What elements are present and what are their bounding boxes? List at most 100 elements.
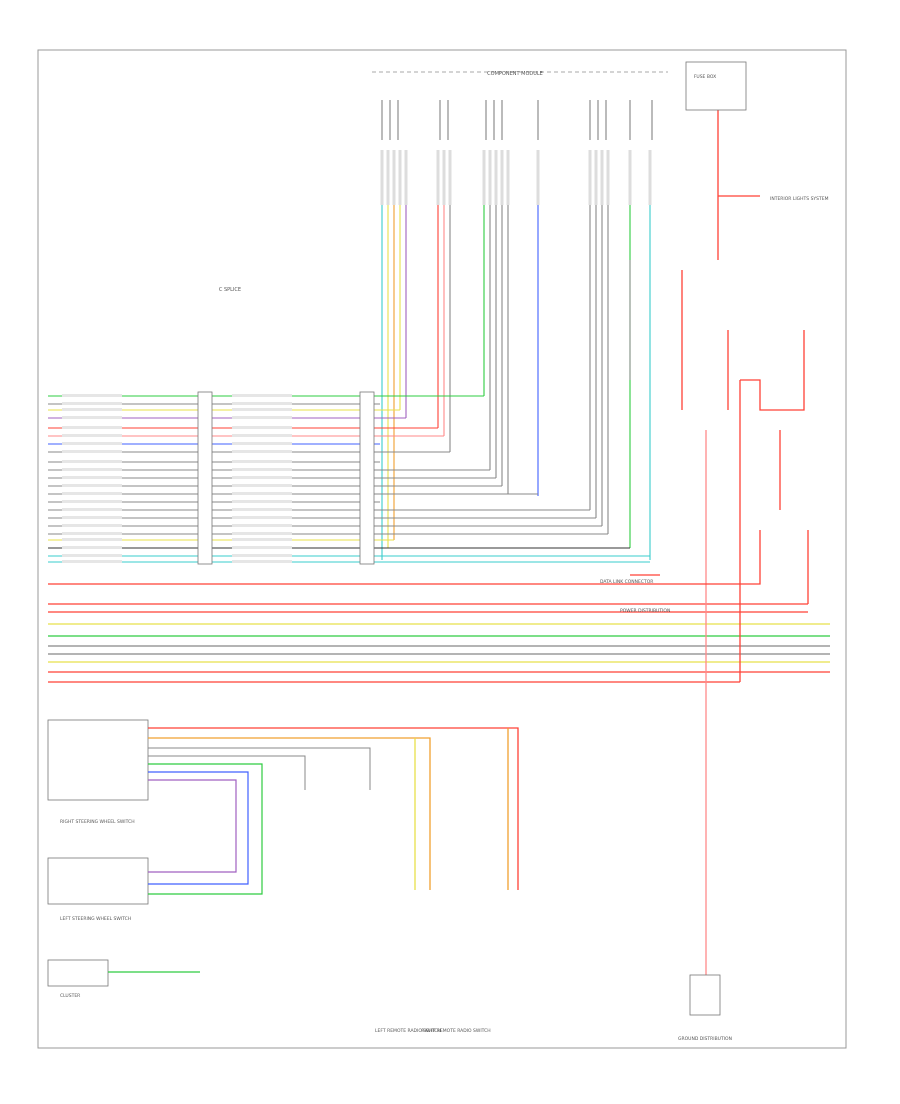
- label-power-dist: POWER DISTRIBUTION: [620, 608, 670, 614]
- right-steering-switch: [47, 719, 149, 801]
- row-label-strip: [232, 560, 292, 563]
- right-branch-f: [620, 530, 761, 585]
- row-label-strip: [62, 500, 122, 503]
- row-label-strip: [232, 524, 292, 527]
- inline-connector-a: [197, 391, 213, 565]
- row-label-strip: [62, 532, 122, 535]
- wire-label-strip: [404, 150, 408, 205]
- wire-label-strip: [386, 150, 390, 205]
- switch-link-green: [148, 763, 263, 895]
- label-cluster: CLUSTER: [60, 993, 80, 999]
- row-label-strip: [232, 532, 292, 535]
- label-ground-dist: GROUND DISTRIBUTION: [678, 1036, 732, 1042]
- row-label-strip: [62, 402, 122, 405]
- row-label-strip: [232, 508, 292, 511]
- row-label-strip: [62, 468, 122, 471]
- right-circuit: [620, 61, 809, 1016]
- wire-label-strip: [488, 150, 492, 205]
- remote-power: [148, 727, 519, 890]
- pin-label-stub: [651, 100, 653, 140]
- wire-label-strip: [380, 150, 384, 205]
- row-label-strip: [62, 394, 122, 397]
- cluster-block: [47, 959, 109, 987]
- wire-label-strip: [606, 150, 610, 205]
- label-left-steering-switch: LEFT STEERING WHEEL SWITCH: [60, 916, 131, 922]
- wire-label-strip: [442, 150, 446, 205]
- diagram-frame: [37, 49, 847, 1049]
- row-label-strip: [62, 516, 122, 519]
- wire-label-strip: [594, 150, 598, 205]
- pin-label-stub: [537, 100, 539, 140]
- row-label-strip: [232, 442, 292, 445]
- wire-label-strip: [398, 150, 402, 205]
- label-data-link: DATA LINK CONNECTOR: [600, 579, 653, 585]
- module-vertical-wires: [380, 100, 653, 560]
- inline-connector-b: [359, 391, 375, 565]
- wire-label-strip: [436, 150, 440, 205]
- pin-label-stub: [397, 100, 399, 140]
- label-fuse-box: FUSE BOX: [694, 74, 716, 80]
- row-label-strip: [62, 450, 122, 453]
- row-label-strip: [232, 500, 292, 503]
- wire-label-strip: [494, 150, 498, 205]
- wire-label-strip: [628, 150, 632, 205]
- row-label-strip: [62, 484, 122, 487]
- pin-label-stub: [447, 100, 449, 140]
- pin-label-stub: [589, 100, 591, 140]
- pin-label-stub: [597, 100, 599, 140]
- row-label-strip: [232, 546, 292, 549]
- row-label-strip: [232, 426, 292, 429]
- pin-label-stub: [389, 100, 391, 140]
- pin-label-stub: [485, 100, 487, 140]
- pin-label-stub: [493, 100, 495, 140]
- row-label-strip: [62, 538, 122, 541]
- row-label-strip: [62, 460, 122, 463]
- sense-wire: [148, 747, 371, 790]
- harness-horizontal-wires: [48, 394, 830, 683]
- row-label-strip: [62, 416, 122, 419]
- row-label-strip: [62, 546, 122, 549]
- row-label-strip: [232, 402, 292, 405]
- row-label-strip: [62, 508, 122, 511]
- wire-label-strip: [500, 150, 504, 205]
- row-label-strip: [62, 408, 122, 411]
- wire-label-strip: [536, 150, 540, 205]
- row-label-strip: [62, 434, 122, 437]
- label-left-remote-switch: LEFT REMOTE RADIO SWITCH: [375, 1028, 441, 1034]
- row-label-strip: [232, 434, 292, 437]
- row-label-strip: [232, 416, 292, 419]
- pin-label-stub: [439, 100, 441, 140]
- right-branch-c: [740, 330, 805, 411]
- label-right-remote-switch: RIGHT REMOTE RADIO SWITCH: [421, 1028, 490, 1034]
- fuse-box: [685, 61, 747, 111]
- pin-label-stub: [629, 100, 631, 140]
- row-label-strip: [62, 426, 122, 429]
- wire-label-strip: [392, 150, 396, 205]
- row-label-strip: [232, 408, 292, 411]
- row-label-strip: [62, 560, 122, 563]
- pin-label-stub: [381, 100, 383, 140]
- pin-label-stub: [605, 100, 607, 140]
- row-label-strip: [232, 460, 292, 463]
- row-label-strip: [232, 538, 292, 541]
- switch-link-blue: [148, 771, 249, 885]
- connector-blocks: [197, 391, 375, 565]
- row-label-strip: [232, 476, 292, 479]
- row-label-strip: [232, 394, 292, 397]
- row-label-strip: [62, 492, 122, 495]
- ground-block: [689, 974, 721, 1016]
- row-label-strip: [232, 450, 292, 453]
- row-label-strip: [232, 468, 292, 471]
- splice-label: C SPLICE: [219, 287, 241, 293]
- wire-label-strip: [448, 150, 452, 205]
- left-steering-switch: [47, 857, 149, 905]
- wire-label-strip: [482, 150, 486, 205]
- sense-wire-b: [148, 755, 306, 790]
- wire-label-strip: [588, 150, 592, 205]
- row-label-strip: [232, 492, 292, 495]
- row-label-strip: [232, 484, 292, 487]
- wire-label-strip: [506, 150, 510, 205]
- row-label-strip: [62, 442, 122, 445]
